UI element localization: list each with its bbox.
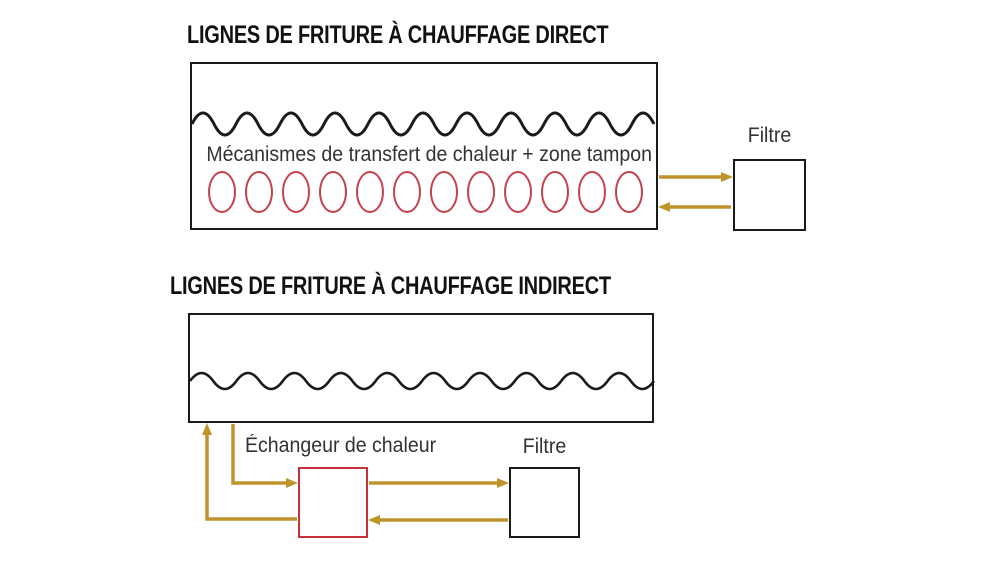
filter-label-indirect: Filtre bbox=[522, 435, 567, 458]
oil-wave-direct bbox=[190, 111, 656, 137]
burner-tube bbox=[541, 171, 569, 213]
oil-wave-indirect bbox=[188, 371, 656, 391]
fryer-tank-indirect bbox=[188, 313, 654, 423]
burner-tube bbox=[245, 171, 273, 213]
burner-tube bbox=[467, 171, 495, 213]
burner-tube bbox=[393, 171, 421, 213]
burner-tube bbox=[208, 171, 236, 213]
filter-box-direct bbox=[733, 159, 806, 231]
burner-tube bbox=[615, 171, 643, 213]
filter-box-indirect bbox=[509, 467, 580, 538]
filter-label-direct: Filtre bbox=[747, 124, 792, 147]
indirect-section-title: LIGNES DE FRITURE À CHAUFFAGE INDIRECT bbox=[170, 272, 611, 300]
burner-tube bbox=[282, 171, 310, 213]
burner-tube bbox=[504, 171, 532, 213]
burner-tube bbox=[319, 171, 347, 213]
burner-tube bbox=[430, 171, 458, 213]
heat-transfer-zone-label: Mécanismes de transfert de chaleur + zon… bbox=[206, 143, 653, 166]
burner-tube bbox=[578, 171, 606, 213]
arrow-tank-to-exchanger bbox=[231, 424, 298, 488]
direct-section-title: LIGNES DE FRITURE À CHAUFFAGE DIRECT bbox=[187, 21, 609, 49]
burner-tube bbox=[356, 171, 384, 213]
heat-exchanger-box bbox=[298, 467, 368, 538]
heat-exchanger-label: Échangeur de chaleur bbox=[245, 434, 437, 457]
fryer-tank-direct bbox=[190, 62, 658, 230]
burner-tubes bbox=[208, 171, 643, 213]
arrow-exchanger-to-tank bbox=[202, 423, 297, 521]
